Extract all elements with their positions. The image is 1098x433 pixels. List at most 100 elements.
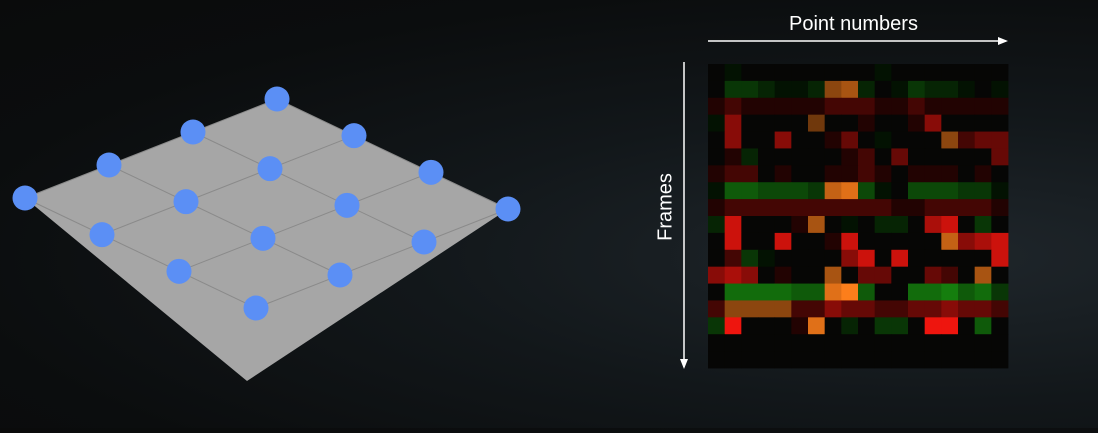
heatmap-cell (874, 148, 892, 166)
heatmap-cell (758, 351, 776, 369)
heatmap-cell (874, 114, 892, 132)
heatmap-cell (824, 232, 842, 251)
heatmap-cell (924, 232, 942, 251)
heatmap-cell (974, 148, 992, 166)
heatmap-cell (741, 351, 759, 369)
mesh-point (418, 159, 444, 185)
heatmap-cell (708, 317, 726, 335)
heatmap-cell (741, 131, 759, 149)
heatmap-cell (908, 300, 926, 318)
heatmap-cell (758, 80, 776, 99)
heatmap-cell (791, 317, 809, 335)
heatmap-cell (941, 131, 959, 149)
heatmap-cell (958, 114, 976, 132)
heatmap-cell (941, 64, 959, 82)
heatmap-cell (874, 232, 892, 251)
heatmap-cell (858, 97, 876, 116)
heatmap-cell (841, 283, 859, 301)
heatmap-cell (958, 216, 976, 234)
heatmap-cell (708, 182, 726, 200)
heatmap-cell (758, 300, 776, 318)
heatmap-cell (891, 351, 909, 369)
heatmap-cell (724, 148, 742, 166)
heatmap-cell (991, 131, 1009, 149)
heatmap-cell (758, 97, 776, 116)
heatmap-cell (708, 114, 726, 132)
heatmap-cell (824, 64, 842, 82)
heatmap-cell (708, 148, 726, 166)
heatmap-cell (874, 182, 892, 200)
heatmap-cell (758, 317, 776, 335)
heatmap-cell (808, 182, 826, 200)
heatmap-cell (924, 199, 942, 217)
heatmap-cell (774, 249, 792, 268)
heatmap-cell (841, 300, 859, 318)
heatmap-cell (908, 148, 926, 166)
heatmap-cell (791, 249, 809, 268)
heatmap-cell (724, 165, 742, 183)
x-axis-label: Point numbers (789, 13, 918, 35)
heatmap-cell (824, 131, 842, 149)
heatmap-cell (908, 64, 926, 82)
heatmap-cell (774, 317, 792, 335)
heatmap-cell (841, 114, 859, 132)
heatmap-cell (924, 165, 942, 183)
heatmap-cell (808, 334, 826, 352)
heatmap-cell (824, 266, 842, 284)
heatmap-cell (974, 232, 992, 251)
grid-line (24, 197, 257, 309)
heatmap-cell (841, 232, 859, 251)
heatmap-cell (724, 249, 742, 268)
heatmap-cell (924, 148, 942, 166)
heatmap-cell (841, 199, 859, 217)
heatmap-cell (958, 80, 976, 99)
heatmap-cell (974, 114, 992, 132)
heatmap-cell (774, 351, 792, 369)
heatmap-cell (974, 300, 992, 318)
heatmap-cell (974, 165, 992, 183)
heatmap-cell (774, 216, 792, 234)
heatmap-cell (808, 351, 826, 369)
heatmap-cell (858, 148, 876, 166)
heatmap-cell (924, 97, 942, 116)
heatmap-cell (841, 97, 859, 116)
heatmap-cell (891, 148, 909, 166)
heatmap-cell (858, 317, 876, 335)
heatmap-cell (958, 64, 976, 82)
heatmap-cell (874, 317, 892, 335)
heatmap-cell (974, 216, 992, 234)
heatmap-cell (824, 351, 842, 369)
heatmap-cell (908, 97, 926, 116)
heatmap-cell (958, 317, 976, 335)
heatmap-cell (758, 249, 776, 268)
heatmap-cell (958, 232, 976, 251)
heatmap-cell (741, 266, 759, 284)
heatmap-cell (941, 182, 959, 200)
heatmap-cell (791, 199, 809, 217)
heatmap-cell (991, 114, 1009, 132)
heatmap-cell (724, 216, 742, 234)
heatmap-cell (891, 216, 909, 234)
heatmap-cell (741, 80, 759, 99)
heatmap-cell (841, 334, 859, 352)
heatmap-cell (858, 300, 876, 318)
heatmap-cell (774, 232, 792, 251)
heatmap-cell (741, 317, 759, 335)
heatmap-cell (708, 249, 726, 268)
heatmap-cell (974, 283, 992, 301)
mesh-point (166, 258, 192, 284)
heatmap-cell (708, 131, 726, 149)
heatmap-cell (824, 216, 842, 234)
mesh-point (327, 262, 353, 288)
heatmap-cell (774, 165, 792, 183)
heatmap-cell (741, 283, 759, 301)
heatmap-cell (758, 165, 776, 183)
heatmap-cell (974, 249, 992, 268)
heatmap-cell (774, 199, 792, 217)
heatmap-cell (758, 148, 776, 166)
heatmap-cell (774, 131, 792, 149)
heatmap-cell (908, 283, 926, 301)
heatmap-cell (891, 249, 909, 268)
heatmap-cell (924, 334, 942, 352)
